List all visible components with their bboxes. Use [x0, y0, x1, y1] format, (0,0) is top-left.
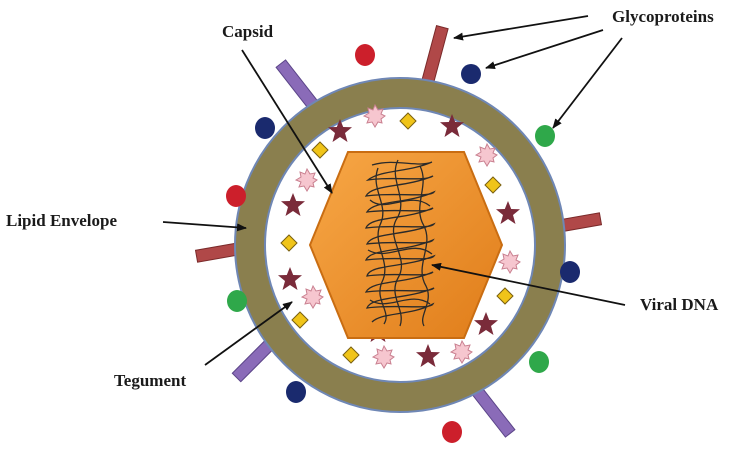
glyco-dot-green: [529, 351, 549, 373]
tegument-star: [328, 119, 352, 142]
label-glycoproteins: Glycoproteins: [612, 7, 714, 26]
glyco-dot-navy: [255, 117, 275, 139]
tegument-diamond: [399, 112, 417, 130]
tegument-diamond: [484, 176, 502, 194]
tegument-star: [474, 312, 498, 335]
tegument-diamond: [291, 311, 309, 329]
glyco-dot-green: [227, 290, 247, 312]
tegument-blob: [294, 167, 318, 192]
tegument-blob: [362, 103, 386, 128]
glyco-dot-navy: [560, 261, 580, 283]
glyco-dot-navy: [461, 64, 481, 84]
tegument-diamond: [280, 234, 298, 252]
glyco-dot-navy: [286, 381, 306, 403]
arrow-dna: [431, 262, 626, 306]
tegument-diamond: [342, 346, 360, 364]
arrow-glyco-rod: [453, 15, 589, 41]
viral-dna: [364, 159, 436, 327]
arrow-tegument: [204, 301, 293, 366]
glyco-dot-red: [226, 185, 246, 207]
tegument-star: [440, 114, 464, 137]
tegument-star: [496, 201, 520, 224]
arrow-capsid: [241, 49, 333, 194]
tegument-blob: [474, 142, 498, 167]
glyco-dot-red: [442, 421, 462, 443]
arrows: [162, 15, 626, 366]
glyco-dot-red: [355, 44, 375, 66]
glycoprotein-dots: [226, 44, 580, 443]
label-capsid: Capsid: [222, 22, 274, 41]
arrow-glyco-green: [552, 37, 623, 129]
tegument-diamond: [311, 141, 329, 159]
tegument-star: [278, 267, 302, 290]
arrow-lipid: [162, 221, 247, 232]
label-viral-dna: Viral DNA: [640, 295, 719, 314]
capsid: [308, 151, 504, 339]
tegument-star: [281, 193, 305, 216]
tegument-blob: [449, 339, 473, 364]
tegument-diamond: [496, 287, 514, 305]
tegument-blob: [371, 344, 395, 369]
label-lipid-envelope: Lipid Envelope: [6, 211, 117, 230]
tegument-blob: [300, 284, 324, 309]
arrow-glyco-dot: [485, 29, 604, 70]
tegument-blob: [497, 249, 521, 274]
label-tegument: Tegument: [114, 371, 186, 390]
tegument-star: [416, 344, 440, 367]
glyco-dot-green: [535, 125, 555, 147]
